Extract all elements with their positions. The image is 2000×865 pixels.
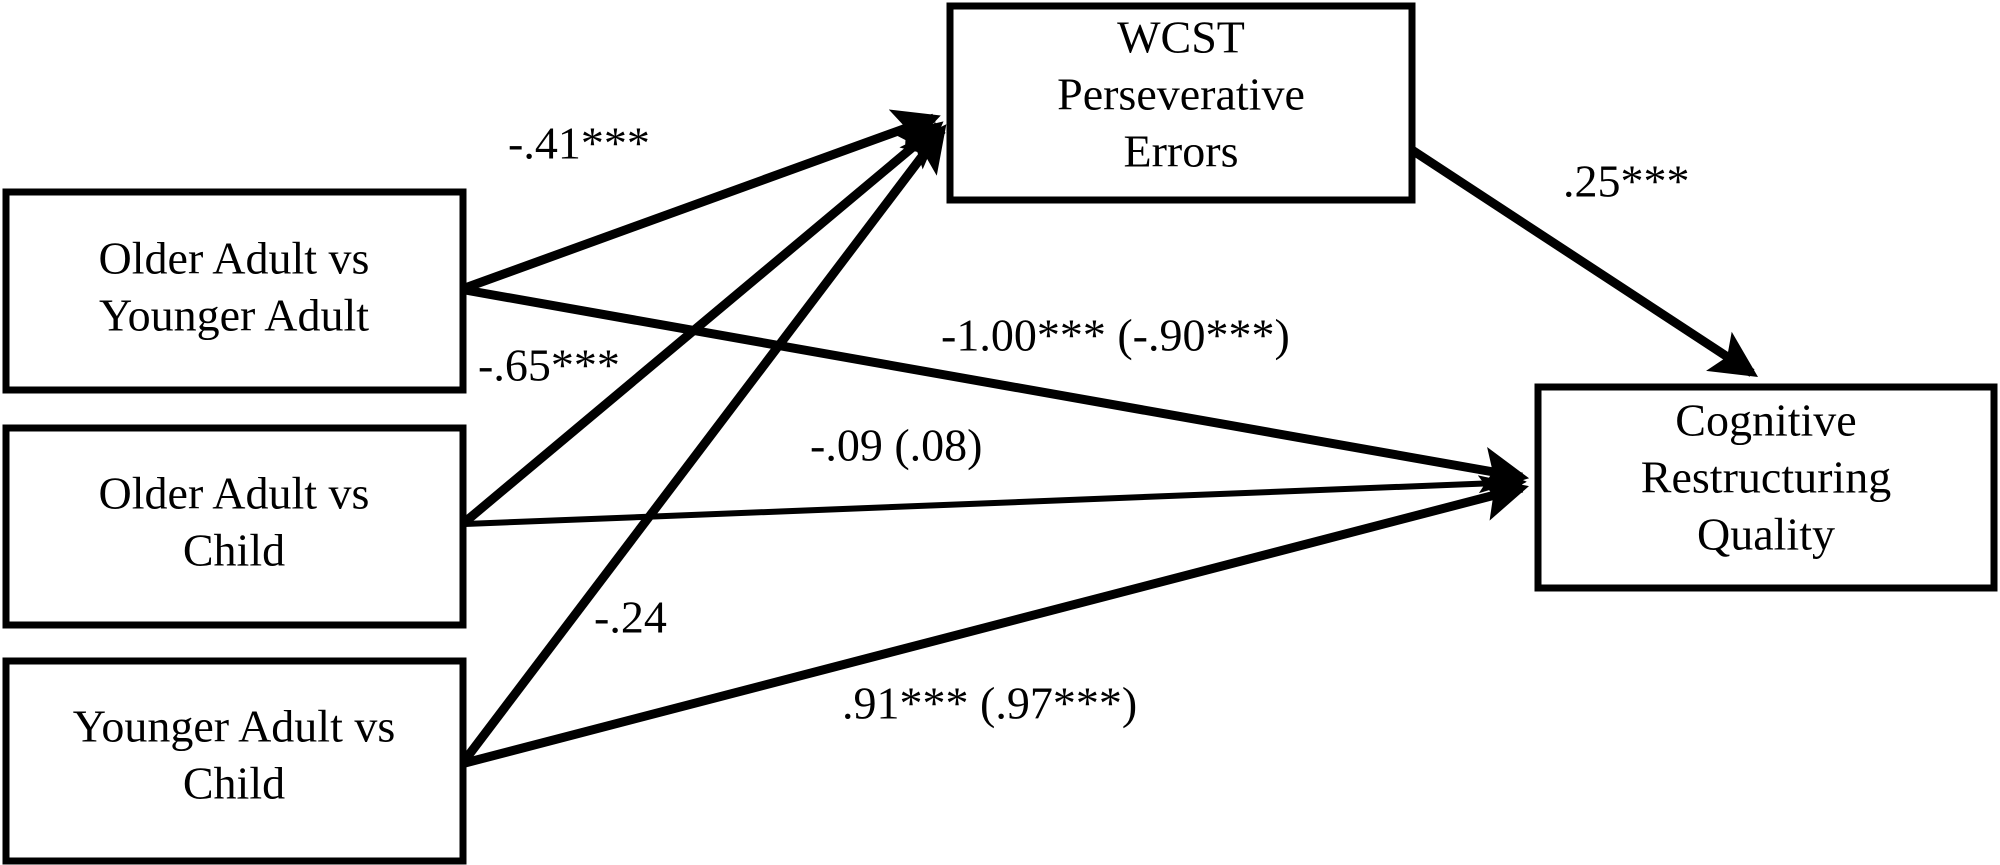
node-label-younger-vs-child-line1: Younger Adult vs [73, 701, 396, 752]
edge-label-oa-ya-to-wcst: -.41*** [508, 118, 650, 169]
node-label-older-vs-child-line2: Child [183, 525, 285, 576]
path-line-wcst-to-outcome [1409, 146, 1759, 377]
node-label-outcome-line3: Quality [1697, 509, 1835, 560]
node-box-outcome[interactable] [1534, 383, 1998, 592]
edge-label-oa-child-to-outcome: -.09 (.08) [810, 420, 982, 471]
path-line-oa-child-to-outcome [464, 467, 1527, 527]
edge-label-ya-child-to-wcst: -.24 [594, 592, 667, 643]
path-line-oa-ya-to-outcome [464, 285, 1530, 494]
path-line-oa-ya-to-wcst [463, 109, 941, 293]
edge-label-ya-child-to-outcome: .91*** (.97***) [842, 678, 1137, 729]
node-label-wcst-line1: WCST [1117, 12, 1245, 63]
path-line-oa-child-to-wcst [462, 121, 944, 526]
node-label-outcome-line1: Cognitive [1675, 395, 1856, 446]
node-label-outcome-line2: Restructuring [1641, 452, 1891, 503]
edge-label-oa-ya-to-outcome: -1.00*** (-.90***) [941, 310, 1290, 361]
node-label-older-vs-younger-line2: Younger Adult [99, 290, 369, 341]
node-label-wcst-line3: Errors [1124, 126, 1239, 177]
node-box-older-vs-younger[interactable] [2, 188, 467, 394]
edge-label-wcst-to-outcome: .25*** [1563, 156, 1690, 207]
path-line-ya-child-to-wcst [461, 124, 947, 763]
edge-label-oa-child-to-wcst: -.65*** [478, 340, 620, 391]
node-label-older-vs-child-line1: Older Adult vs [99, 468, 370, 519]
path-line-ya-child-to-outcome [463, 475, 1529, 768]
node-label-older-vs-younger-line1: Older Adult vs [99, 233, 370, 284]
node-label-wcst-line2: Perseverative [1057, 69, 1305, 120]
node-box-wcst[interactable] [946, 2, 1416, 204]
node-box-younger-vs-child[interactable] [2, 657, 467, 865]
node-box-older-vs-child[interactable] [2, 424, 467, 629]
node-label-younger-vs-child-line2: Child [183, 758, 285, 809]
